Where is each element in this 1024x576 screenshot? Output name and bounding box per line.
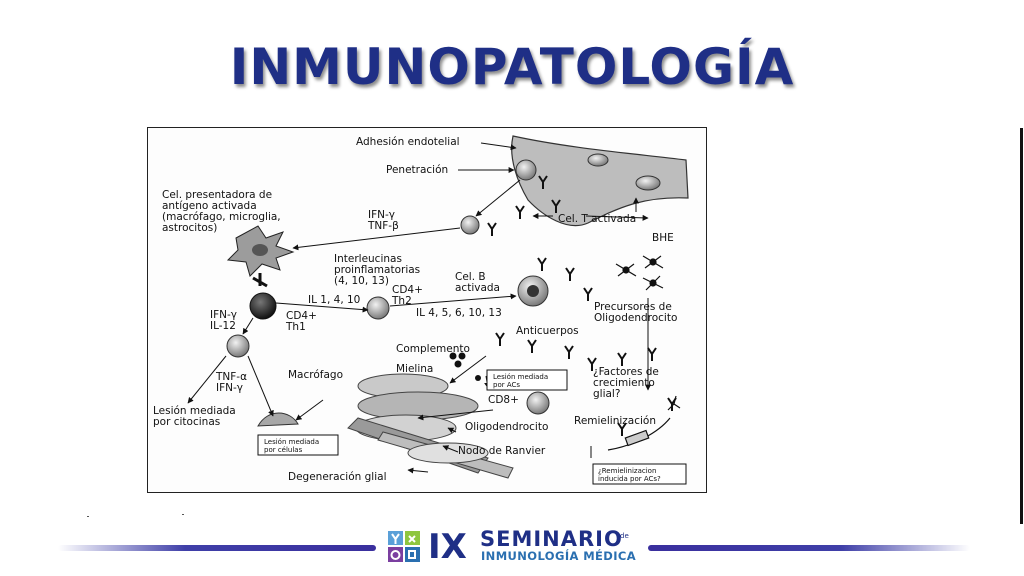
label-cd4-th2-2: Th2 <box>391 295 412 307</box>
stray-mark <box>87 516 89 517</box>
remyelination-neuron-icon <box>607 395 681 451</box>
remyelination-acs-box <box>592 463 687 485</box>
label-macrofago: Macrófago <box>288 369 343 381</box>
myelin-axon-illustration <box>347 373 514 479</box>
label-lesion-acs-1: Lesión mediada <box>493 373 548 381</box>
vessel-cell-icon <box>635 175 661 191</box>
label-precursores-1: Precursores de <box>594 301 672 313</box>
immunopathology-diagram: Adhesión endotelial Penetración Cel. pre… <box>147 127 707 493</box>
label-mielina: Mielina <box>396 363 433 375</box>
label-lesion-acs-2: por ACs <box>493 381 520 389</box>
footer-bar-right <box>648 545 970 551</box>
label-precursores-2: Oligodendrocito <box>594 312 677 324</box>
label-lesion-celulas-1: Lesión mediada <box>264 438 319 446</box>
cd4-th2-cell-icon <box>366 296 390 320</box>
label-remielinizacion: Remielinización <box>574 415 656 427</box>
label-apc-4: astrocitos) <box>162 222 217 234</box>
stray-mark <box>182 514 184 515</box>
label-il-list: IL 4, 5, 6, 10, 13 <box>416 307 502 319</box>
label-oligodendrocito: Oligodendrocito <box>465 421 548 433</box>
seminar-logo: IX de SEMINARIO INMUNOLOGÍA MÉDICA <box>388 527 638 567</box>
label-factores-2: crecimiento <box>593 377 655 389</box>
label-cel-b-2: activada <box>455 282 500 294</box>
receptor-icon <box>252 273 268 288</box>
label-remiel-acs-1: ¿Remielinizacion <box>598 467 656 475</box>
label-lesion-citocinas-2: por citocinas <box>153 416 220 428</box>
b-cell-core-icon <box>527 285 539 297</box>
label-cel-t: Cel. T activada <box>558 213 636 225</box>
label-interleucinas-2: proinflamatorias <box>334 264 420 276</box>
label-ifn-tnf-1: IFN-γ <box>368 209 395 221</box>
label-cd8: CD8+ <box>488 394 519 406</box>
label-apc-2: antígeno activada <box>162 200 257 212</box>
complement-icon <box>449 352 481 381</box>
label-factores-3: glial? <box>593 388 620 400</box>
t-cell-icon <box>460 215 480 235</box>
seminar-emblem-icon <box>388 531 420 562</box>
footer-bar-left <box>58 545 376 551</box>
antibodies-icon <box>487 175 677 436</box>
label-apc-1: Cel. presentadora de <box>162 189 272 201</box>
label-interleucinas-1: Interleucinas <box>334 253 402 265</box>
vessel-cell-icon <box>587 153 609 167</box>
label-adhesion: Adhesión endotelial <box>356 136 460 148</box>
logo-line1: SEMINARIO <box>480 527 623 551</box>
label-complemento: Complemento <box>396 343 470 355</box>
label-nodo-ranvier: Nodo de Ranvier <box>458 445 546 457</box>
label-degeneracion: Degeneración glial <box>288 471 387 483</box>
label-lesion-citocinas-1: Lesión mediada <box>153 405 236 417</box>
label-tnf-ifn-1: TNF-α <box>215 371 247 383</box>
label-il-1-4-10: IL 1, 4, 10 <box>308 294 360 306</box>
label-cd4-th1-2: Th1 <box>285 321 306 333</box>
label-penetracion: Penetración <box>386 164 448 176</box>
label-tnf-ifn-2: IFN-γ <box>216 382 243 394</box>
label-bhe: BHE <box>652 232 674 244</box>
apc-nucleus-icon <box>252 244 268 256</box>
label-cd4-th2-1: CD4+ <box>392 284 423 296</box>
label-apc-3: (macrófago, microglia, <box>162 211 281 223</box>
logo-numeral: IX <box>428 527 467 567</box>
logo-line2: INMUNOLOGÍA MÉDICA <box>481 549 637 563</box>
label-ifn-il12-2: IL-12 <box>210 320 236 332</box>
label-ifn-il12-1: IFN-γ <box>210 309 237 321</box>
label-lesion-celulas-2: por células <box>264 446 303 454</box>
macrophage-icon <box>257 412 299 427</box>
cd8-cell-icon <box>526 391 550 415</box>
blood-vessel <box>511 135 689 227</box>
label-anticuerpos: Anticuerpos <box>516 325 579 337</box>
right-edge-rule <box>1020 128 1023 524</box>
oligodendrocyte-precursors-icon <box>615 255 664 291</box>
lesion-cells-box <box>257 434 339 456</box>
label-factores-1: ¿Factores de <box>593 366 659 378</box>
diagram-canvas: Adhesión endotelial Penetración Cel. pre… <box>153 135 689 485</box>
label-cel-b-1: Cel. B <box>455 271 486 283</box>
label-ifn-tnf-2: TNF-β <box>367 220 399 232</box>
label-interleucinas-3: (4, 10, 13) <box>334 275 389 287</box>
slide-title: INMUNOPATOLOGÍA <box>229 38 795 96</box>
ifn-cell-icon <box>226 334 250 358</box>
logo-de: de <box>620 532 629 540</box>
t-cell-icon <box>515 159 537 181</box>
cd4-th1-cell-icon <box>249 292 277 320</box>
label-cd4-th1-1: CD4+ <box>286 310 317 322</box>
diagram-arrows <box>187 142 651 474</box>
lesion-acs-box <box>486 369 568 391</box>
label-remiel-acs-2: inducida por ACs? <box>598 475 661 483</box>
